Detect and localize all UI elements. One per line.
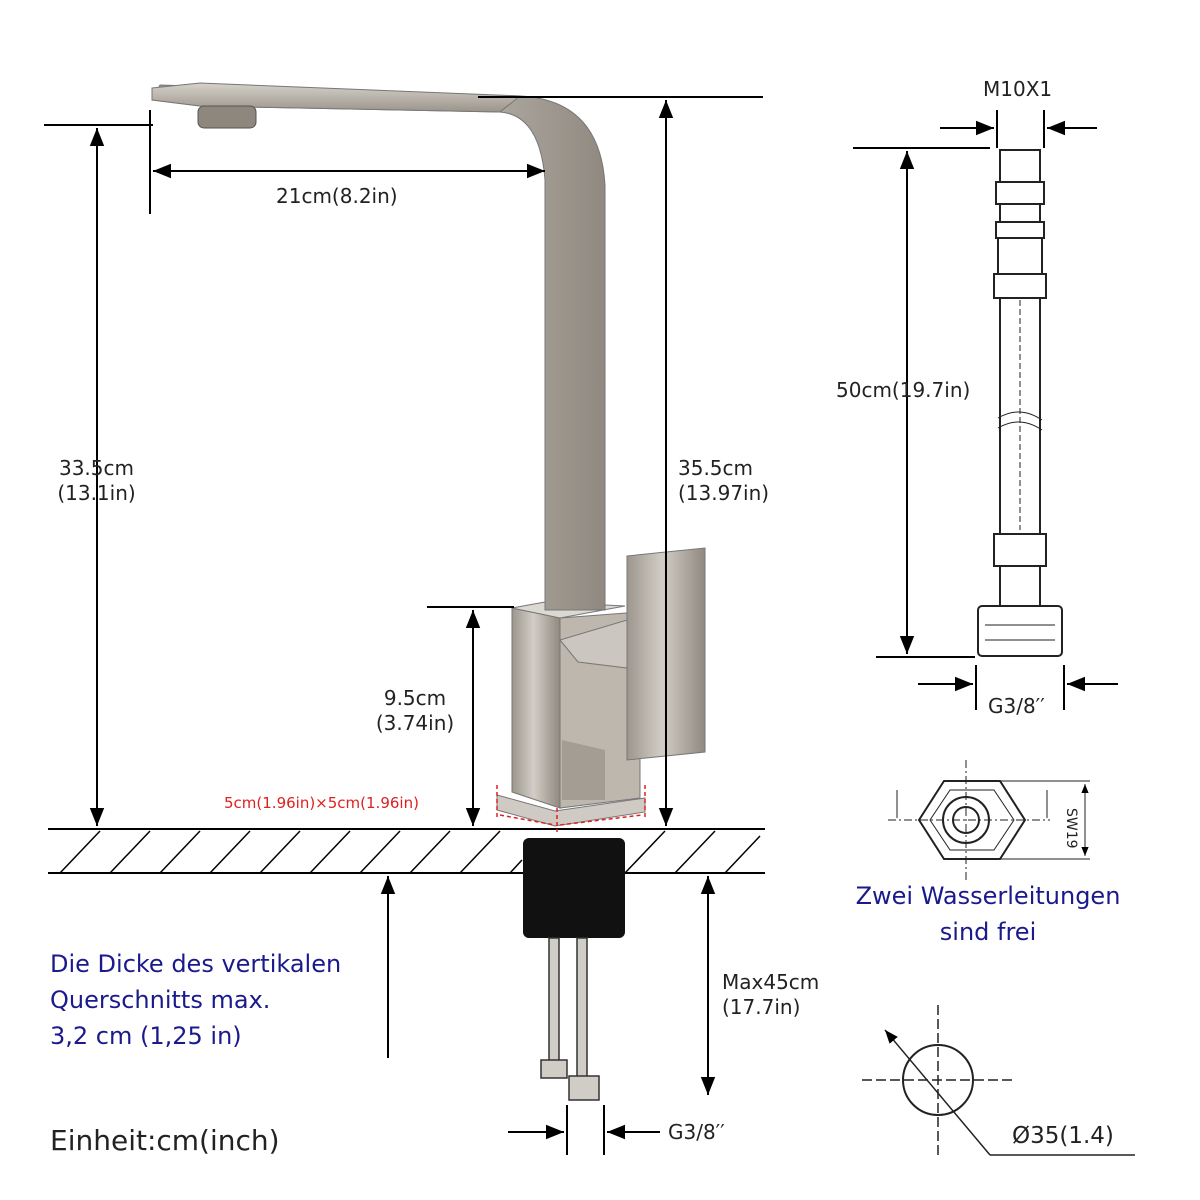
total-height-label: 35.5cm (13.97in) [678,456,769,506]
hole-detail [862,1005,1135,1156]
hole-diameter-label: Ø35(1.4) [1012,1123,1114,1149]
spout-height-cm: 33.5cm [58,456,134,480]
hoses-free-note: Zwei Wasserleitungen sind frei [838,878,1138,950]
hose-detail [853,110,1118,710]
dimension-lines [44,96,763,1155]
total-height-cm: 35.5cm [678,456,754,480]
hoses-free-line2: sind frei [939,918,1037,946]
max-depth-in: (17.7in) [722,995,801,1019]
mounting-block [523,838,625,938]
base-height-cm: 9.5cm [383,686,447,710]
hose-length-label: 50cm(19.7in) [836,378,971,402]
base-size-label: 5cm(1.96in)×5cm(1.96in) [224,794,419,812]
countertop [48,828,765,874]
inlet-hoses [540,937,600,1101]
base-height-label: 9.5cm (3.74in) [368,686,462,736]
base-size-dimension [496,785,646,832]
spout-height-label: 33.5cm (13.1in) [44,456,149,506]
thickness-line1: Die Dicke des vertikalen [50,950,342,978]
nut-size-label: SW19 [1063,808,1079,849]
thickness-line2: Querschnitts max. [50,986,271,1014]
unit-label: Einheit:cm(inch) [50,1124,280,1157]
total-height-in: (13.97in) [678,481,770,505]
thickness-line3: 3,2 cm (1,25 in) [50,1022,242,1050]
inlet-thread-label: G3/8′′ [668,1120,725,1144]
spout-height-in: (13.1in) [57,481,136,505]
hoses-free-line1: Zwei Wasserleitungen [855,882,1121,910]
hose-thread-bottom-label: G3/8′′ [988,694,1045,718]
thickness-note: Die Dicke des vertikalen Querschnitts ma… [50,946,341,1054]
max-depth-label: Max45cm (17.7in) [722,970,819,1020]
faucet-spout [151,82,606,611]
spout-reach-label: 21cm(8.2in) [276,184,398,208]
max-depth-cm: Max45cm [722,970,820,994]
hex-nut-detail [888,760,1090,880]
base-height-in: (3.74in) [375,711,455,735]
hose-thread-top-label: M10X1 [983,77,1053,101]
